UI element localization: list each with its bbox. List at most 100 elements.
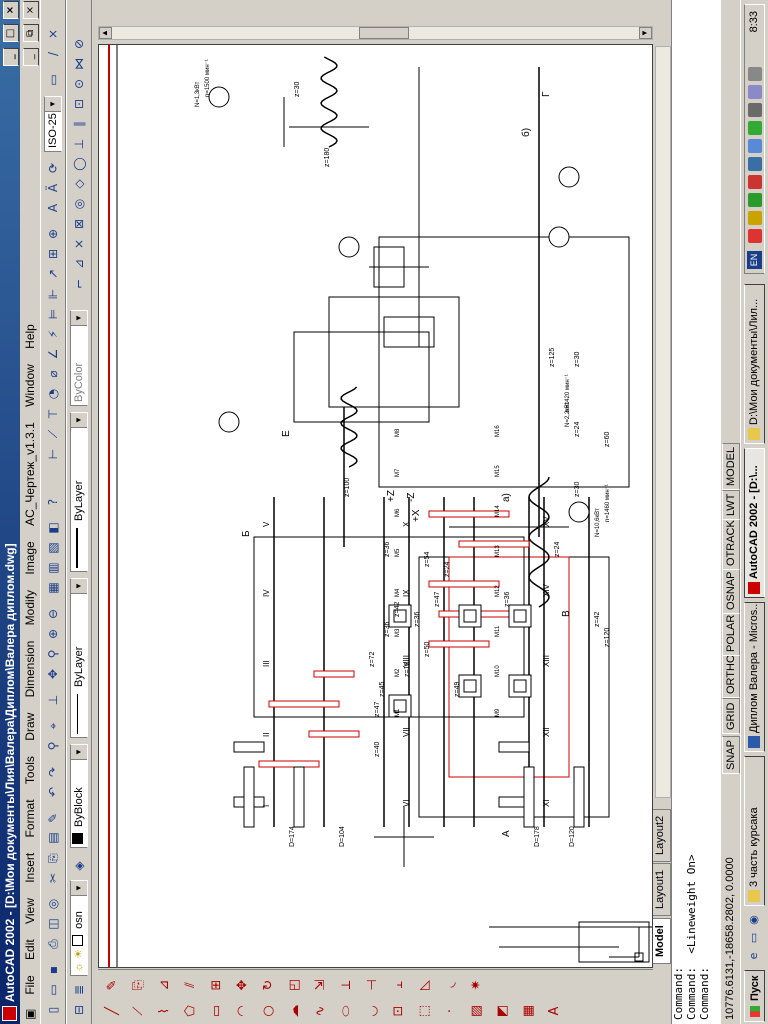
task-folder[interactable]: 3 часть курсака: [744, 756, 765, 906]
pan-icon[interactable]: ✥: [46, 668, 60, 680]
osnap-apparent-icon[interactable]: ⊠: [72, 218, 86, 230]
erase-icon[interactable]: ✎: [105, 979, 120, 991]
language-indicator[interactable]: EN: [747, 251, 762, 269]
hatch-icon[interactable]: ▨: [469, 1004, 484, 1018]
osnap-nearest-icon[interactable]: ⋈: [72, 58, 86, 70]
task-explorer[interactable]: D:\Мои документы\Лил...: [744, 284, 765, 444]
new-icon[interactable]: ▯: [46, 1006, 60, 1014]
print-icon[interactable]: ⎙: [46, 939, 60, 949]
dim-update-icon[interactable]: ⟳: [46, 162, 60, 174]
document-system-menu-icon[interactable]: ▣: [23, 1008, 37, 1020]
zoom-realtime-icon[interactable]: ⚲: [46, 649, 60, 659]
osnap-toggle[interactable]: OSNAP: [722, 567, 740, 614]
maximize-button[interactable]: □: [3, 24, 19, 43]
menu-draw[interactable]: Draw: [23, 712, 37, 741]
menu-file[interactable]: File: [23, 975, 37, 995]
chevron-down-icon[interactable]: ▼: [71, 881, 87, 896]
chevron-down-icon[interactable]: ▼: [71, 745, 87, 760]
minimize-button[interactable]: _: [3, 47, 19, 66]
open-icon[interactable]: ▭: [46, 984, 60, 996]
dim-linear-icon[interactable]: ⊢: [46, 448, 60, 460]
scale-icon[interactable]: ◰: [287, 978, 302, 992]
linetype-combo[interactable]: ByLayer ▼: [70, 578, 88, 738]
design-center-icon[interactable]: ▥: [46, 562, 60, 574]
construction-line-icon[interactable]: ⟋: [131, 1006, 146, 1016]
osnap-quadrant-icon[interactable]: ◇: [72, 179, 86, 189]
point-icon[interactable]: ·: [443, 1008, 458, 1014]
doc-close-button[interactable]: ×: [23, 1, 39, 19]
table-icon[interactable]: ▦: [521, 1004, 536, 1018]
zoom-window-icon[interactable]: ⊕: [46, 628, 60, 640]
match-properties-icon[interactable]: ✎: [46, 812, 60, 824]
insert-block-icon[interactable]: ⊡: [391, 1005, 406, 1017]
chevron-down-icon[interactable]: ▼: [45, 97, 61, 112]
chevron-down-icon[interactable]: ▼: [71, 413, 87, 428]
coordinate-readout[interactable]: 10776.6131,-18658.2802, 0.0000: [724, 857, 736, 1020]
speaker-icon[interactable]: [748, 103, 762, 117]
save-icon[interactable]: ▪: [46, 965, 60, 975]
region-icon[interactable]: ◩: [495, 1004, 510, 1018]
make-layer-current-icon[interactable]: ⊟: [72, 1004, 86, 1016]
antivirus-icon[interactable]: [748, 229, 762, 243]
dimstyle-combo[interactable]: ISO-25 ▼: [44, 96, 62, 152]
tracking-icon[interactable]: ⌖: [46, 722, 60, 730]
close-button[interactable]: ×: [3, 1, 19, 19]
revision-cloud-icon[interactable]: ☁: [287, 1004, 302, 1018]
array-icon[interactable]: ⊞: [209, 979, 224, 991]
menu-help[interactable]: Help: [23, 324, 37, 349]
dim-diameter-icon[interactable]: ⌀: [46, 370, 60, 378]
scroll-up-icon[interactable]: ▲: [99, 27, 112, 39]
tab-layout2[interactable]: Layout2: [653, 808, 671, 862]
redo-icon[interactable]: ↷: [46, 766, 60, 778]
doc-minimize-button[interactable]: _: [23, 47, 39, 66]
fillet-icon[interactable]: ◟: [443, 982, 458, 988]
dim-angular-icon[interactable]: ∠: [46, 348, 60, 360]
task-autocad[interactable]: AutoCAD 2002 - [D:\...: [744, 448, 765, 598]
line-icon[interactable]: ╱: [105, 1007, 120, 1015]
center-mark-icon[interactable]: ⊕: [46, 228, 60, 240]
move-icon[interactable]: ✥: [235, 979, 250, 991]
copy-icon[interactable]: ⎘: [46, 853, 60, 863]
lineweight-combo[interactable]: ByLayer ▼: [70, 412, 88, 572]
spline-icon[interactable]: ∿: [313, 1005, 328, 1017]
osnap-tangent-icon[interactable]: ◯: [72, 157, 86, 171]
mirror-icon[interactable]: ⊿: [157, 979, 172, 991]
polar-toggle[interactable]: POLAR: [722, 610, 740, 656]
tool-palettes-icon[interactable]: ▧: [46, 542, 60, 554]
otrack-toggle[interactable]: OTRACK: [722, 516, 740, 570]
osnap-parallel-icon[interactable]: ∥: [72, 121, 86, 127]
mtext-icon[interactable]: A: [547, 1006, 562, 1016]
stretch-icon[interactable]: ⇲: [313, 979, 328, 991]
plotstyle-combo[interactable]: ByColor ▼: [70, 310, 88, 406]
offset-icon[interactable]: ⫽: [183, 982, 198, 988]
menu-insert[interactable]: Insert: [23, 852, 37, 883]
tray-red-icon[interactable]: [748, 175, 762, 189]
trim-icon[interactable]: ⟂: [339, 980, 354, 990]
dim-baseline-icon[interactable]: ⊨: [46, 308, 60, 320]
rotate-icon[interactable]: ↻: [261, 979, 276, 991]
dim-edit-icon[interactable]: A: [46, 203, 60, 213]
window-close-icon[interactable]: ×: [46, 28, 60, 40]
undo-icon[interactable]: ↶: [46, 786, 60, 798]
paste-icon[interactable]: ▤: [46, 832, 60, 844]
start-button[interactable]: Пуск: [744, 970, 765, 1022]
ellipse-icon[interactable]: ⬭: [339, 1005, 354, 1017]
dim-ordinate-icon[interactable]: ⊤: [46, 408, 60, 420]
command-prompt[interactable]: Command:: [698, 967, 711, 1020]
autocad-app-icon[interactable]: [2, 1006, 17, 1021]
osnap-intersection-icon[interactable]: ×: [72, 238, 86, 250]
lwt-toggle[interactable]: LWT: [722, 489, 740, 520]
tray-blue-icon[interactable]: [748, 157, 762, 171]
arc-icon[interactable]: ◠: [235, 1005, 250, 1017]
tab-model[interactable]: Model: [653, 918, 671, 964]
tray-green-icon[interactable]: [748, 193, 762, 207]
chevron-down-icon[interactable]: ▼: [71, 579, 87, 594]
dim-continue-icon[interactable]: ⊩: [46, 288, 60, 300]
model-toggle[interactable]: MODEL: [722, 442, 740, 490]
tolerance-icon[interactable]: ⊞: [46, 248, 60, 260]
task-word[interactable]: Диплом Валера - Micros...: [744, 602, 765, 752]
grid-toggle[interactable]: GRID: [722, 698, 740, 734]
osnap-midpoint-icon[interactable]: ⊿: [72, 258, 86, 270]
polyline-icon[interactable]: ⌇: [157, 1007, 172, 1015]
menu-tools[interactable]: Tools: [23, 756, 37, 785]
